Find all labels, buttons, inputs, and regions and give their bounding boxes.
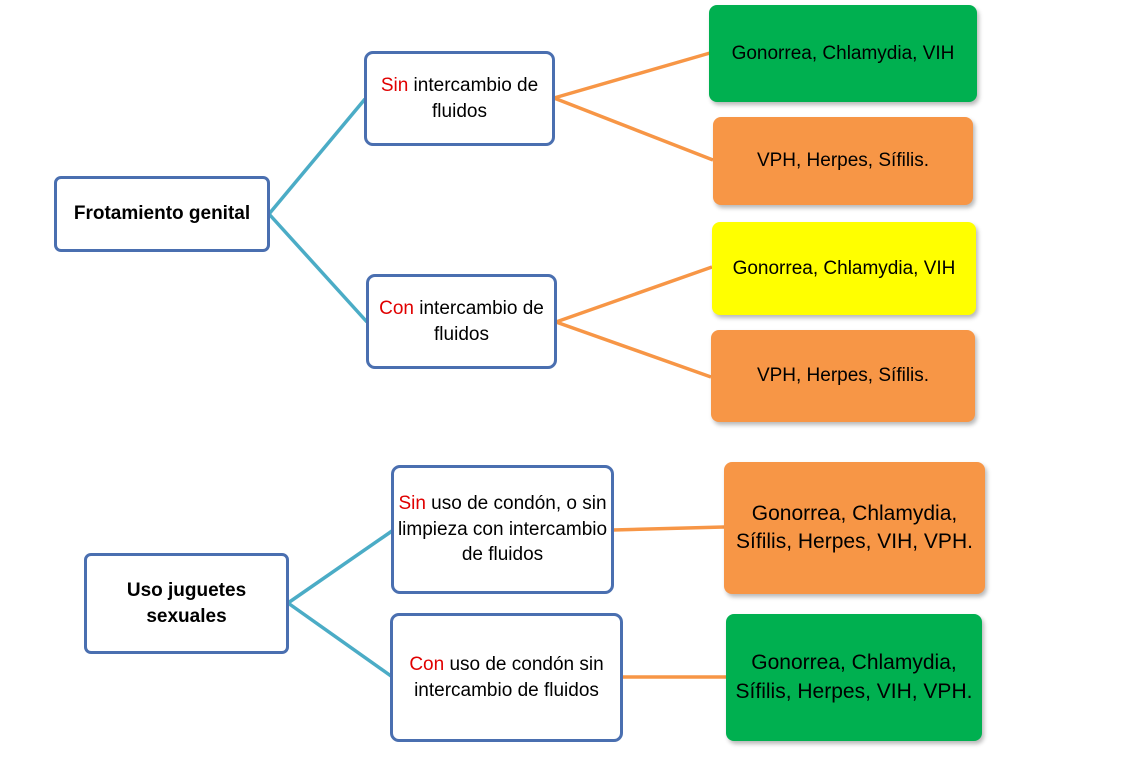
highlight-con: Con xyxy=(409,653,445,675)
highlight-sin: Sin xyxy=(398,493,426,515)
branch-sin-text: intercambio de fluidos xyxy=(408,74,539,122)
leaf-label: Gonorrea, Chlamydia, Sífilis, Herpes, VI… xyxy=(736,501,973,553)
connector-root2-sin xyxy=(287,529,393,605)
leaf-label: VPH, Herpes, Sífilis. xyxy=(756,150,930,172)
branch-sin-intercambio-1: Sin intercambio de fluidos xyxy=(364,51,555,146)
leaf-con-1-yellow: Gonorrea, Chlamydia, VIH xyxy=(712,222,976,315)
leaf-label: Gonorrea, Chlamydia, VIH xyxy=(731,42,955,64)
branch-con-label: Con intercambio de fluidos xyxy=(371,296,553,347)
branch-con-intercambio-1: Con intercambio de fluidos xyxy=(366,274,557,369)
branch-con-condon-2: Con uso de condón sin intercambio de flu… xyxy=(390,613,623,742)
leaf-sin-condon-orange: Gonorrea, Chlamydia, Sífilis, Herpes, VI… xyxy=(724,462,985,594)
root-uso-juguetes-sexuales: Uso juguetes sexuales xyxy=(84,553,289,654)
leaf-label: Gonorrea, Chlamydia, VIH xyxy=(732,257,956,279)
branch-sin-condon-text: uso de condón, o sin limpieza con interc… xyxy=(397,493,608,566)
connector-root1-sin xyxy=(267,97,367,216)
leaf-label: VPH, Herpes, Sífilis. xyxy=(756,365,930,387)
branch-sin-condon-label: Sin uso de condón, o sin limpieza con in… xyxy=(397,491,609,568)
connector-root1-con xyxy=(267,212,369,324)
branch-sin-label: Sin intercambio de fluidos xyxy=(372,73,548,124)
leaf-sin-1-green: Gonorrea, Chlamydia, VIH xyxy=(709,5,977,102)
branch-con-condon-text: uso de condón sin intercambio de fluidos xyxy=(414,653,604,701)
connector-sin1-leaf2 xyxy=(553,96,714,162)
connector-root2-con xyxy=(286,601,393,678)
connector-sin2-leaf xyxy=(612,525,725,532)
highlight-sin: Sin xyxy=(380,74,409,96)
connector-con1-leaf2 xyxy=(555,320,712,379)
connector-sin1-leaf1 xyxy=(553,51,711,100)
branch-con-condon-label: Con uso de condón sin intercambio de flu… xyxy=(407,652,607,703)
leaf-con-condon-green: Gonorrea, Chlamydia, Sífilis, Herpes, VI… xyxy=(726,614,982,741)
leaf-label: Gonorrea, Chlamydia, Sífilis, Herpes, VI… xyxy=(735,651,973,703)
root-juguetes-label: Uso juguetes sexuales xyxy=(126,579,247,627)
branch-con-text: intercambio de fluidos xyxy=(413,297,544,345)
root-frotamiento-label: Frotamiento genital xyxy=(73,203,251,225)
leaf-con-2-orange: VPH, Herpes, Sífilis. xyxy=(711,330,975,422)
branch-sin-condon-2: Sin uso de condón, o sin limpieza con in… xyxy=(391,465,614,594)
root-frotamiento-genital: Frotamiento genital xyxy=(54,176,270,252)
highlight-con: Con xyxy=(379,297,414,319)
leaf-sin-2-orange: VPH, Herpes, Sífilis. xyxy=(713,117,973,205)
connector-con1-leaf1 xyxy=(555,265,713,324)
